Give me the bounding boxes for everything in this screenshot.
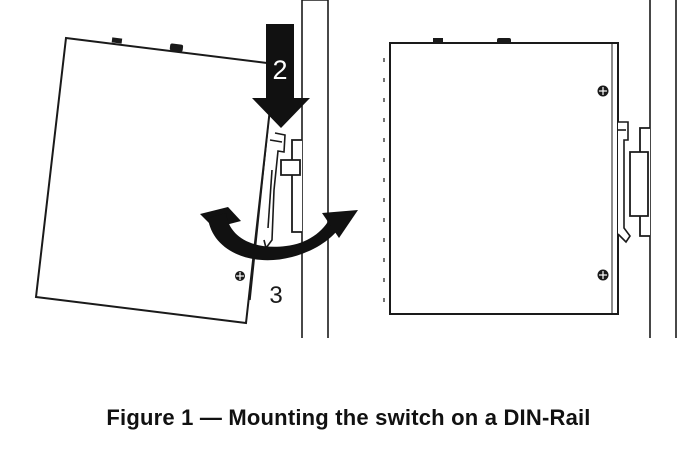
left-wall-panel (301, 0, 329, 338)
right-din-clip (617, 121, 631, 244)
right-switch-top-screw (597, 85, 609, 97)
figure-caption: Figure 1 — Mounting the switch on a DIN-… (106, 405, 591, 430)
right-switch-bottom-screw (597, 269, 609, 281)
left-panel-tilted-mounting: 2 3 (34, 0, 358, 338)
right-panel-mounted (383, 0, 677, 338)
step-2-down-arrow-icon: 2 (252, 24, 310, 128)
left-switch-body (34, 36, 277, 325)
left-din-clip (263, 132, 286, 250)
right-switch-body (383, 38, 619, 315)
right-din-rail (629, 127, 650, 237)
right-wall-panel (649, 0, 677, 338)
step-2-label: 2 (272, 55, 287, 85)
step-3-rotate-arrow-icon (200, 207, 358, 261)
left-din-rail (280, 139, 302, 233)
step-3-label: 3 (269, 282, 282, 309)
